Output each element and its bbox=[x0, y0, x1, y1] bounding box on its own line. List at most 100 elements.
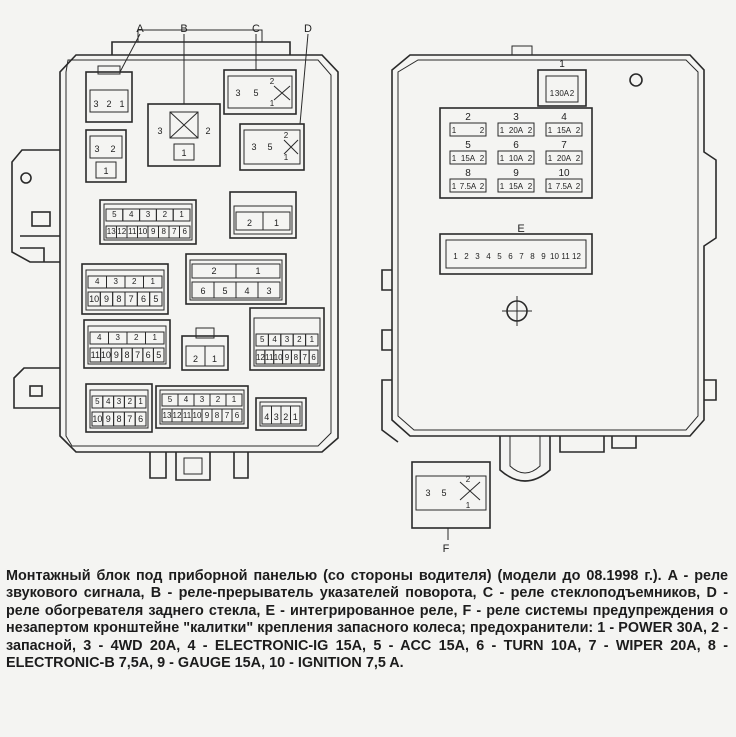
connector-c10-pin-label: 2 bbox=[283, 412, 288, 422]
connector-c4-top-pin-label: 2 bbox=[211, 266, 216, 276]
connector-c5-bottom-pin-label: 8 bbox=[124, 350, 129, 360]
relay-e-pin-label: 5 bbox=[497, 252, 502, 261]
relay-e-pin-label: 4 bbox=[486, 252, 491, 261]
connector-c5-top-pin-label: 2 bbox=[134, 333, 139, 342]
relay-d-pin: 2 bbox=[284, 131, 289, 140]
connector-c1-top-cell bbox=[172, 208, 191, 222]
connector-c7-top-pin-label: 2 bbox=[297, 335, 302, 344]
fuse-7-number: 7 bbox=[561, 140, 567, 151]
fuse-8-number: 8 bbox=[465, 168, 471, 179]
connector-c1-bottom-pin-label: 8 bbox=[162, 227, 167, 236]
fuse-panel bbox=[439, 107, 593, 199]
callout-e: E bbox=[517, 223, 524, 235]
fuse-4-pin: 1 bbox=[548, 126, 553, 135]
fuse-10-pin: 1 bbox=[548, 182, 553, 191]
fuse-9-pin: 1 bbox=[500, 182, 505, 191]
relay-a-small bbox=[85, 129, 127, 183]
fuse-2-pin: 1 bbox=[452, 126, 457, 135]
fuse-5-number: 5 bbox=[465, 140, 471, 151]
connector-c9-bottom-pin-label: 13 bbox=[163, 411, 172, 420]
fuse-3-pin: 2 bbox=[528, 126, 533, 135]
relay-a bbox=[85, 65, 133, 123]
right-block bbox=[381, 45, 717, 540]
relay-f-pin: 3 bbox=[425, 488, 430, 498]
fuse-1-holder bbox=[537, 69, 587, 107]
connector-c9-top-pin-label: 1 bbox=[232, 395, 237, 404]
fuse-4-pin: 2 bbox=[576, 126, 581, 135]
relay-e-pin-label: 3 bbox=[475, 252, 480, 261]
callout-d: D bbox=[304, 23, 312, 35]
fuse-10-pin: 2 bbox=[576, 182, 581, 191]
connector-c9-bottom-cell bbox=[231, 408, 243, 423]
fuse-6-number: 6 bbox=[513, 140, 519, 151]
relay-f bbox=[411, 461, 491, 540]
callout-b: B bbox=[180, 23, 187, 35]
relay-b-pin: 3 bbox=[157, 126, 162, 136]
connector-c4-top-pin-label: 1 bbox=[255, 266, 260, 276]
fuse-1-number: 1 bbox=[559, 59, 565, 70]
fuse-2-pin: 2 bbox=[480, 126, 485, 135]
connector-c8 bbox=[85, 383, 153, 433]
relay-e-pin-label: 9 bbox=[541, 252, 546, 261]
connector-c7-top-pin-label: 3 bbox=[285, 335, 290, 344]
relay-a-pin: 3 bbox=[93, 99, 98, 109]
fuse-7-pin: 2 bbox=[576, 154, 581, 163]
connector-c3-top-pin-label: 4 bbox=[95, 277, 100, 286]
connector-c9-bottom-pin-label: 11 bbox=[183, 411, 192, 420]
fuse-7-pin: 1 bbox=[548, 154, 553, 163]
connector-c3-top-pin-label: 3 bbox=[114, 277, 119, 286]
fuse-3-pin: 1 bbox=[500, 126, 505, 135]
connector-c1-top-pin-label: 1 bbox=[179, 210, 184, 219]
connector-c4-bottom-pin-label: 3 bbox=[266, 286, 271, 296]
relay-e-pin-label: 2 bbox=[464, 252, 469, 261]
connector-c1-bottom-pin-label: 10 bbox=[138, 227, 147, 236]
fuse-8-slot bbox=[449, 178, 487, 193]
connector-c5-top-pin-label: 3 bbox=[116, 333, 121, 342]
relay-e-pin-label: 7 bbox=[519, 252, 524, 261]
connector-c5-bottom-pin-label: 11 bbox=[91, 350, 100, 360]
connector-c5 bbox=[83, 319, 171, 369]
figure-caption: Монтажный блок под приборной панелью (со… bbox=[6, 568, 728, 672]
relay-a-small-pin: 2 bbox=[110, 144, 115, 154]
fuse-1-pin: 2 bbox=[570, 89, 575, 98]
connector-c1-top-pin-label: 3 bbox=[146, 210, 151, 219]
fuse-8-pin: 2 bbox=[480, 182, 485, 191]
connector-c7-bottom-pin-label: 10 bbox=[274, 353, 283, 362]
callout-f: F bbox=[443, 543, 450, 555]
connector-c8-top-pin-label: 4 bbox=[106, 397, 111, 406]
fuse-4-slot bbox=[545, 122, 583, 137]
connector-c8-bottom-pin-label: 6 bbox=[138, 414, 143, 424]
connector-c1-bottom-pin-label: 9 bbox=[151, 227, 156, 236]
fuse-8-pin: 1 bbox=[452, 182, 457, 191]
relay-a-small-pin: 3 bbox=[94, 144, 99, 154]
connector-c9-bottom-pin-label: 7 bbox=[225, 411, 230, 420]
relay-e-pin-label: 12 bbox=[572, 252, 581, 261]
connector-c3-top-pin-label: 1 bbox=[151, 277, 156, 286]
connector-c7-bottom-pin-label: 12 bbox=[256, 353, 265, 362]
connector-c1-bottom-pin-label: 13 bbox=[107, 227, 116, 236]
relay-e-pin-label: 10 bbox=[550, 252, 559, 261]
relay-a-small-pin: 1 bbox=[103, 166, 108, 176]
relay-e-pin-label: 11 bbox=[561, 252, 570, 261]
fuse-10-number: 10 bbox=[558, 168, 570, 179]
connector-c10-cell bbox=[290, 405, 301, 425]
fuse-6-slot bbox=[497, 150, 535, 165]
fuse-10-amperage: 7.5A bbox=[556, 182, 573, 191]
connector-c5-bottom-pin-label: 9 bbox=[114, 350, 119, 360]
connector-c8-top-pin-label: 2 bbox=[128, 397, 133, 406]
connector-c10-pin-label: 4 bbox=[264, 412, 269, 422]
connector-c7-bottom-pin-label: 7 bbox=[302, 353, 307, 362]
connector-c1-bottom-cell bbox=[179, 225, 191, 239]
connector-c9-top-cell bbox=[225, 393, 243, 407]
connector-c5-bottom-pin-label: 5 bbox=[156, 350, 161, 360]
relay-e-pin-label: 1 bbox=[453, 252, 458, 261]
fuse-9-pin: 2 bbox=[528, 182, 533, 191]
left-block bbox=[11, 29, 339, 481]
fuse-3-number: 3 bbox=[513, 112, 519, 123]
relay-c-pin: 3 bbox=[235, 88, 240, 98]
connector-c7-bottom-pin-label: 9 bbox=[285, 353, 290, 362]
connector-c2-pin-label: 1 bbox=[274, 218, 279, 228]
fuse-8-amperage: 7.5A bbox=[460, 182, 477, 191]
connector-c6-pin-label: 2 bbox=[193, 354, 198, 364]
relay-c-pin: 1 bbox=[270, 99, 275, 108]
